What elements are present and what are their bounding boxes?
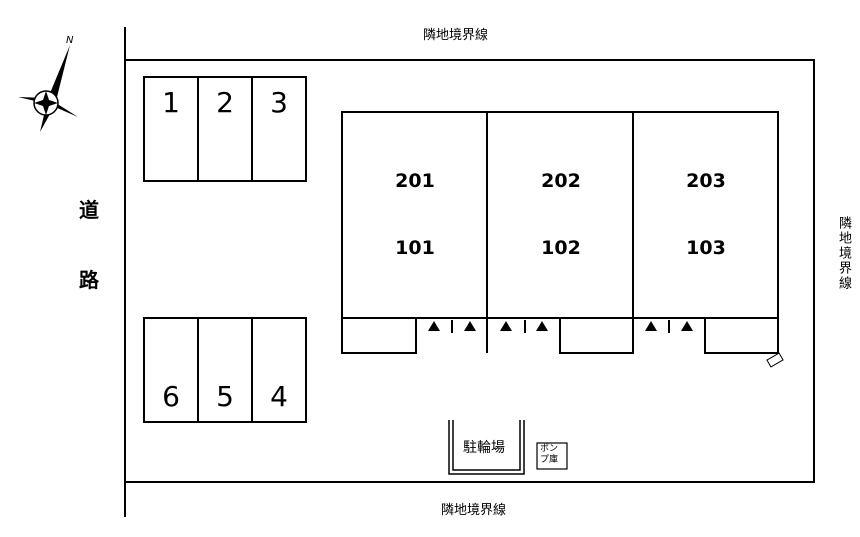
pump-room-label-line2: プ庫 bbox=[540, 455, 559, 465]
entrance-triangle bbox=[536, 321, 548, 331]
compass-icon bbox=[18, 45, 78, 132]
parking-stall-5: 5 bbox=[216, 380, 234, 413]
unit-201: 201 bbox=[395, 170, 435, 192]
pump-room-label: ポン プ庫 bbox=[540, 444, 558, 466]
boundary-label-right: 隣地境界線 bbox=[836, 216, 851, 291]
road-label-char-2: 路 bbox=[79, 268, 99, 292]
entrance-markers bbox=[428, 321, 693, 331]
meter-box bbox=[766, 352, 784, 368]
unit-102: 102 bbox=[541, 237, 581, 259]
unit-202: 202 bbox=[541, 170, 581, 192]
site-boundary bbox=[125, 59, 815, 483]
parking-stall-6: 6 bbox=[162, 380, 180, 413]
compass-north-label: N bbox=[66, 35, 74, 46]
parking-stall-1: 1 bbox=[162, 86, 180, 119]
bicycle-parking-label: 駐輪場 bbox=[463, 440, 505, 456]
parking-top-row bbox=[143, 76, 307, 182]
entrance-triangle bbox=[464, 321, 476, 331]
entrance-triangle bbox=[681, 321, 693, 331]
parking-bottom-row bbox=[143, 317, 307, 423]
bicycle-parking bbox=[448, 420, 525, 475]
entrance-triangle bbox=[500, 321, 512, 331]
unit-103: 103 bbox=[686, 237, 726, 259]
pump-room-box bbox=[536, 442, 568, 470]
boundary-label-top: 隣地境界線 bbox=[423, 28, 489, 43]
boundary-label-bottom: 隣地境界線 bbox=[441, 503, 507, 518]
pump-room-label-line1: ポン bbox=[540, 444, 559, 454]
road-label-char-1: 道 bbox=[79, 198, 99, 222]
parking-stall-2: 2 bbox=[216, 86, 234, 119]
unit-101: 101 bbox=[395, 237, 435, 259]
entrance-triangle bbox=[428, 321, 440, 331]
parking-stall-4: 4 bbox=[270, 380, 288, 413]
unit-203: 203 bbox=[686, 170, 726, 192]
parking-stall-3: 3 bbox=[270, 86, 288, 119]
entrance-triangle bbox=[645, 321, 657, 331]
building bbox=[341, 111, 779, 354]
